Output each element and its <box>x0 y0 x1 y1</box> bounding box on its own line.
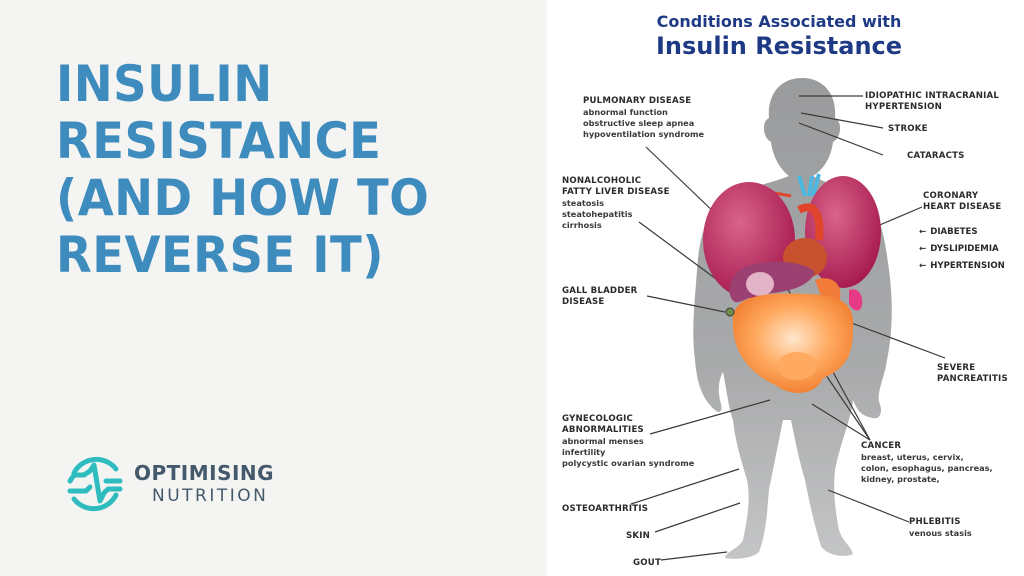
label-nafld: NONALCOHOLIC FATTY LIVER DISEASE steatos… <box>562 176 670 231</box>
left-arrow-icon: ← <box>919 261 927 271</box>
logo-text: OPTIMISING NUTRITION <box>134 461 274 507</box>
infographic-title-line2: Insulin Resistance <box>655 32 903 60</box>
label-detail: steatosis <box>562 198 604 208</box>
label-hypertension: ←HYPERTENSION <box>919 261 1005 272</box>
label-detail: abnormal function <box>583 107 668 117</box>
label-heading: CANCER <box>861 441 902 451</box>
label-detail: cirrhosis <box>562 220 602 230</box>
page-title: INSULIN RESISTANCE (AND HOW TO REVERSE I… <box>56 56 429 284</box>
organs-illustration <box>703 173 881 393</box>
label-pulmonary-disease: PULMONARY DISEASE abnormal function obst… <box>583 96 704 140</box>
label-gout: GOUT <box>633 558 661 569</box>
label-detail: venous stasis <box>909 528 972 538</box>
label-heading: PULMONARY DISEASE <box>583 96 692 106</box>
label-heading: PANCREATITIS <box>937 374 1008 384</box>
label-detail: obstructive sleep apnea <box>583 118 695 128</box>
left-arrow-icon: ← <box>919 244 927 254</box>
label-severe-pancreatitis: SEVERE PANCREATITIS <box>937 363 1008 385</box>
left-panel: INSULIN RESISTANCE (AND HOW TO REVERSE I… <box>0 0 547 576</box>
label-heading: IDIOPATHIC INTRACRANIAL <box>865 91 1000 101</box>
label-gynecologic: GYNECOLOGIC ABNORMALITIES abnormal mense… <box>562 414 694 469</box>
pulse-circle-icon <box>67 456 123 512</box>
label-heading: SKIN <box>626 531 651 541</box>
body-silhouette-figure <box>630 78 946 561</box>
label-heading: DYSLIPIDEMIA <box>930 244 999 254</box>
brand-logo[interactable]: OPTIMISING NUTRITION <box>64 453 274 515</box>
label-heading: GYNECOLOGIC <box>562 414 633 424</box>
label-heading: NONALCOHOLIC <box>562 176 642 186</box>
label-heading: OSTEOARTHRITIS <box>562 504 649 514</box>
label-heading: CORONARY <box>923 191 979 201</box>
logo-line-optimising: OPTIMISING <box>134 461 275 485</box>
label-dyslipidemia: ←DYSLIPIDEMIA <box>919 244 999 255</box>
label-cancer: CANCER breast, uterus, cervix, colon, es… <box>861 441 993 485</box>
infographic-title: Conditions Associated with Insulin Resis… <box>629 12 929 60</box>
label-heading: DISEASE <box>562 297 605 307</box>
headline-line: RESISTANCE <box>56 112 382 170</box>
label-stroke: STROKE <box>888 124 928 135</box>
label-iih: IDIOPATHIC INTRACRANIAL HYPERTENSION <box>865 91 999 113</box>
label-osteoarthritis: OSTEOARTHRITIS <box>562 504 648 515</box>
label-heading: ABNORMALITIES <box>562 425 644 435</box>
label-detail: colon, esophagus, pancreas, <box>861 463 993 473</box>
label-detail: kidney, prostate, <box>861 474 940 484</box>
headline-line: REVERSE IT) <box>56 226 384 284</box>
label-heading: HYPERTENSION <box>865 102 943 112</box>
label-heading: GOUT <box>633 558 661 568</box>
headline-line: INSULIN <box>56 55 273 113</box>
label-heading: HYPERTENSION <box>930 261 1005 271</box>
label-cataracts: CATARACTS <box>907 151 965 162</box>
label-coronary-heart-disease: CORONARY HEART DISEASE <box>923 191 1002 213</box>
label-detail: polycystic ovarian syndrome <box>562 458 695 468</box>
logo-line-nutrition: NUTRITION <box>152 486 269 506</box>
left-arrow-icon: ← <box>919 227 927 237</box>
label-diabetes: ←DIABETES <box>919 227 978 238</box>
label-heading: DIABETES <box>930 227 978 237</box>
infographic-title-line1: Conditions Associated with <box>656 12 902 31</box>
label-heading: CATARACTS <box>907 151 965 161</box>
label-gall-bladder: GALL BLADDER DISEASE <box>562 286 637 308</box>
label-detail: breast, uterus, cervix, <box>861 452 964 462</box>
label-heading: HEART DISEASE <box>923 202 1002 212</box>
label-detail: steatohepatitis <box>562 209 633 219</box>
label-detail: infertility <box>562 447 606 457</box>
label-phlebitis: PHLEBITIS venous stasis <box>909 517 972 539</box>
label-skin: SKIN <box>626 531 650 542</box>
label-detail: hypoventilation syndrome <box>583 129 705 139</box>
label-heading: GALL BLADDER <box>562 286 638 296</box>
label-heading: PHLEBITIS <box>909 517 961 527</box>
label-detail: abnormal menses <box>562 436 644 446</box>
label-heading: SEVERE <box>937 363 976 373</box>
headline-line: (AND HOW TO <box>56 169 430 227</box>
infographic-panel: Conditions Associated with Insulin Resis… <box>547 0 1024 576</box>
label-heading: FATTY LIVER DISEASE <box>562 187 670 197</box>
label-heading: STROKE <box>888 124 928 134</box>
